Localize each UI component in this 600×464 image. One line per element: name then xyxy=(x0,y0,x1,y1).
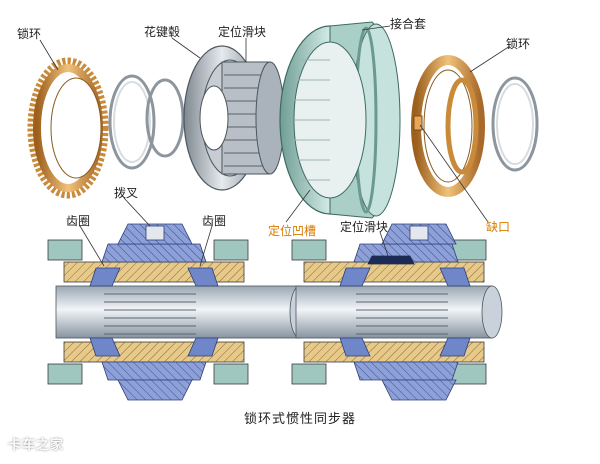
label-blocking-ring-left: 锁环 xyxy=(17,27,42,41)
thin-ring-right xyxy=(491,76,539,172)
label-spline-hub: 花键毂 xyxy=(144,25,181,39)
section-view-left xyxy=(47,223,311,401)
watermark: 卡车之家 xyxy=(8,438,65,453)
exploded-view xyxy=(27,21,539,223)
label-locating-slider-bottom: 定位滑块 xyxy=(340,220,389,234)
section-view-right xyxy=(291,223,503,401)
spline-hub-part xyxy=(183,45,285,191)
label-locating-groove: 定位凹槽 xyxy=(268,224,317,238)
label-blocking-ring-right: 锁环 xyxy=(506,37,531,51)
blocking-ring-left-part xyxy=(27,57,109,199)
label-gear-ring-right: 齿圈 xyxy=(202,214,227,228)
label-gear-ring-left: 齿圈 xyxy=(66,214,91,228)
thin-rings-left xyxy=(108,74,185,170)
figure-caption: 锁环式惯性同步器 xyxy=(243,412,356,427)
sleeve-part xyxy=(279,21,401,219)
label-locating-slider-top: 定位滑块 xyxy=(218,25,267,39)
label-shift-fork: 拨叉 xyxy=(114,186,139,200)
label-sleeve: 接合套 xyxy=(390,17,427,31)
label-notch: 缺口 xyxy=(486,220,511,234)
blocking-ring-right-part xyxy=(411,55,485,197)
